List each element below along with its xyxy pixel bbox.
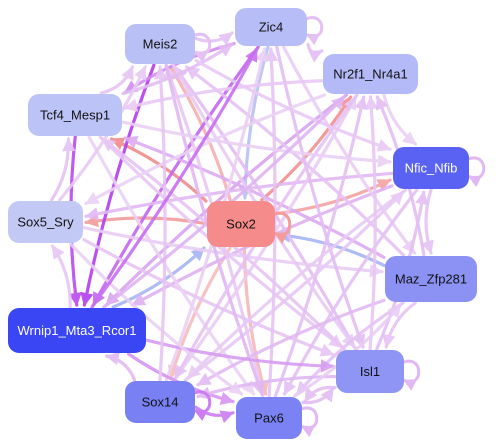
edge-zic4-to-isl1 <box>275 45 366 349</box>
edge-nfic-to-sox5 <box>84 171 394 221</box>
node-label-nr2f1: Nr2f1_Nr4a1 <box>333 67 407 82</box>
edge-maz-to-sox14 <box>196 298 386 387</box>
node-box-pax6 <box>236 397 302 439</box>
node-layer: Zic4Meis2Nr2f1_Nr4a1Tcf4_Mesp1Nfic_NfibS… <box>8 8 477 439</box>
self-loop-layer <box>192 16 486 438</box>
node-label-isl1: Isl1 <box>360 364 380 379</box>
edge-nfic-to-maz <box>420 188 434 255</box>
node-label-sox5: Sox5_Sry <box>17 215 74 230</box>
edge-sox14-to-pax6 <box>194 405 235 424</box>
node-box-nr2f1 <box>323 54 418 94</box>
node-sox2: Sox2 <box>207 201 275 247</box>
edge-sox5-to-isl1 <box>82 238 335 357</box>
edge-sox14-to-nfic <box>183 190 405 382</box>
edge-zic4-to-nr2f1 <box>306 42 324 63</box>
self-loop-sox14 <box>192 390 212 422</box>
node-nfic: Nfic_Nfib <box>393 147 469 189</box>
edge-isl1-to-nr2f1 <box>364 95 379 351</box>
node-box-nfic <box>393 147 469 189</box>
edge-meis2-to-nfic <box>194 58 392 152</box>
edge-meis2-to-zic4 <box>194 31 234 46</box>
node-wrnip1: Wrnip1_Mta3_Rcor1 <box>8 308 146 353</box>
node-zic4: Zic4 <box>235 8 307 46</box>
node-label-zic4: Zic4 <box>259 20 284 35</box>
node-meis2: Meis2 <box>125 24 195 64</box>
node-box-sox14 <box>125 381 195 423</box>
edge-sox14-to-meis2 <box>154 65 168 382</box>
self-loop-isl1 <box>401 359 421 391</box>
node-label-maz: Maz_Zfp281 <box>395 272 467 287</box>
edge-wrnip1-to-zic4 <box>90 47 259 309</box>
self-loop-sox2 <box>272 211 292 244</box>
node-maz: Maz_Zfp281 <box>385 256 477 302</box>
node-label-wrnip1: Wrnip1_Mta3_Rcor1 <box>18 323 137 338</box>
node-sox14: Sox14 <box>125 381 195 423</box>
node-label-nfic: Nfic_Nfib <box>405 161 458 176</box>
edge-sox5-to-meis2 <box>58 65 147 202</box>
node-pax6: Pax6 <box>236 397 302 439</box>
node-box-isl1 <box>336 350 404 393</box>
node-label-pax6: Pax6 <box>254 411 284 426</box>
edge-sox5-to-tcf4 <box>49 137 76 202</box>
node-label-sox14: Sox14 <box>142 395 179 410</box>
edge-sox2-to-meis2 <box>168 65 232 202</box>
node-box-wrnip1 <box>8 308 146 353</box>
self-loop-zic4 <box>304 16 324 46</box>
node-label-tcf4: Tcf4_Mesp1 <box>40 108 110 123</box>
edge-isl1-to-pax6 <box>303 385 337 404</box>
edge-nr2f1-to-tcf4 <box>123 79 324 112</box>
edge-wrnip1-to-isl1 <box>145 338 335 373</box>
node-box-sox2 <box>207 201 275 247</box>
node-isl1: Isl1 <box>336 350 404 393</box>
node-tcf4: Tcf4_Mesp1 <box>28 94 122 136</box>
node-box-tcf4 <box>28 94 122 136</box>
edge-maz-to-isl1 <box>382 301 417 349</box>
node-box-maz <box>385 256 477 302</box>
edge-sox5-to-maz <box>82 226 384 278</box>
self-loop-pax6 <box>299 406 319 438</box>
edge-sox5-to-pax6 <box>68 242 244 396</box>
edge-zic4-to-maz <box>282 45 417 255</box>
edge-wrnip1-to-sox5 <box>50 244 72 309</box>
edge-zic4-to-wrnip1 <box>91 45 260 307</box>
self-loop-meis2 <box>192 32 212 63</box>
self-loop-nfic <box>466 156 486 188</box>
edge-sox14-to-wrnip1 <box>105 351 137 382</box>
node-label-meis2: Meis2 <box>143 37 178 52</box>
node-box-meis2 <box>125 24 195 64</box>
node-label-sox2: Sox2 <box>226 217 256 232</box>
node-box-sox5 <box>8 201 83 243</box>
edge-isl1-to-sox14 <box>196 374 337 400</box>
edge-tcf4-to-meis2 <box>99 65 135 95</box>
edge-nr2f1-to-nfic <box>382 93 418 146</box>
node-box-zic4 <box>235 8 307 46</box>
edge-nfic-to-pax6 <box>282 188 419 396</box>
edge-zic4-to-sox2 <box>238 45 270 200</box>
node-sox5: Sox5_Sry <box>8 201 83 243</box>
edge-nr2f1-to-sox5 <box>84 93 326 206</box>
edge-tcf4-to-nfic <box>121 120 392 168</box>
edge-tcf4-to-pax6 <box>87 135 256 396</box>
node-nr2f1: Nr2f1_Nr4a1 <box>323 54 418 94</box>
